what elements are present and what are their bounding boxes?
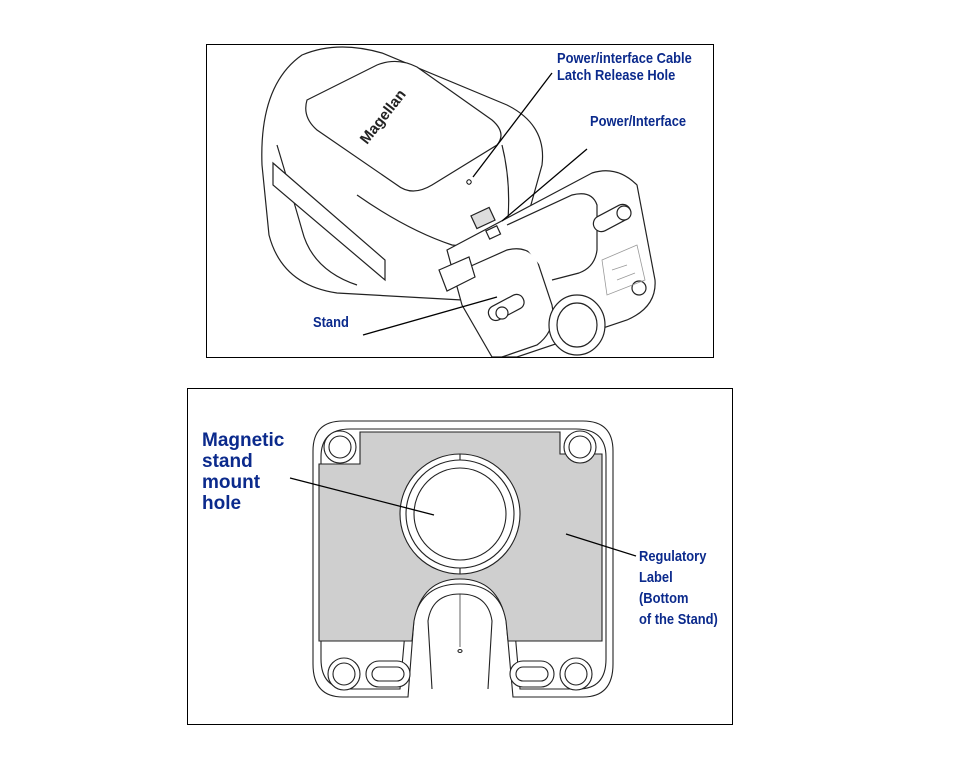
callout-latch-release-line2: Latch Release Hole [557, 67, 676, 84]
leader-latch-hole [472, 72, 553, 178]
scanner-stand-illustration: Magellan [206, 44, 714, 358]
scanner-side-grip [272, 161, 386, 282]
stand-bottom-drawing [289, 420, 637, 698]
power-interface-connector [470, 206, 496, 230]
callout-magnetic-mount: Magnetic stand mount hole [202, 430, 284, 514]
leader-magnetic-hole [289, 477, 435, 516]
callout-regulatory-line: Regulatory [639, 548, 707, 565]
stand-bottom-view [187, 388, 733, 725]
leader-regulatory-label [565, 533, 637, 557]
callout-stand: Stand [313, 314, 349, 331]
callout-power-interface: Power/Interface [590, 113, 687, 130]
callout-latch-release-line1: Power/interface Cable [557, 50, 692, 67]
callout-magnetic-line: mount [202, 472, 261, 493]
callout-regulatory-line: Label [639, 569, 673, 586]
leader-power-interface [501, 148, 588, 222]
callout-regulatory-line: of the Stand) [639, 611, 718, 628]
leader-stand [362, 296, 498, 336]
callout-magnetic-line: hole [202, 493, 242, 514]
callout-regulatory-label: Regulatory Label (Bottom of the Stand) [639, 546, 718, 630]
callout-magnetic-line: stand [202, 451, 253, 472]
callout-regulatory-line: (Bottom [639, 590, 689, 607]
callout-magnetic-line: Magnetic [202, 430, 285, 451]
latch-release-hole [466, 179, 472, 185]
scanner-drawing: Magellan [261, 46, 656, 357]
corner-screws [323, 430, 597, 691]
